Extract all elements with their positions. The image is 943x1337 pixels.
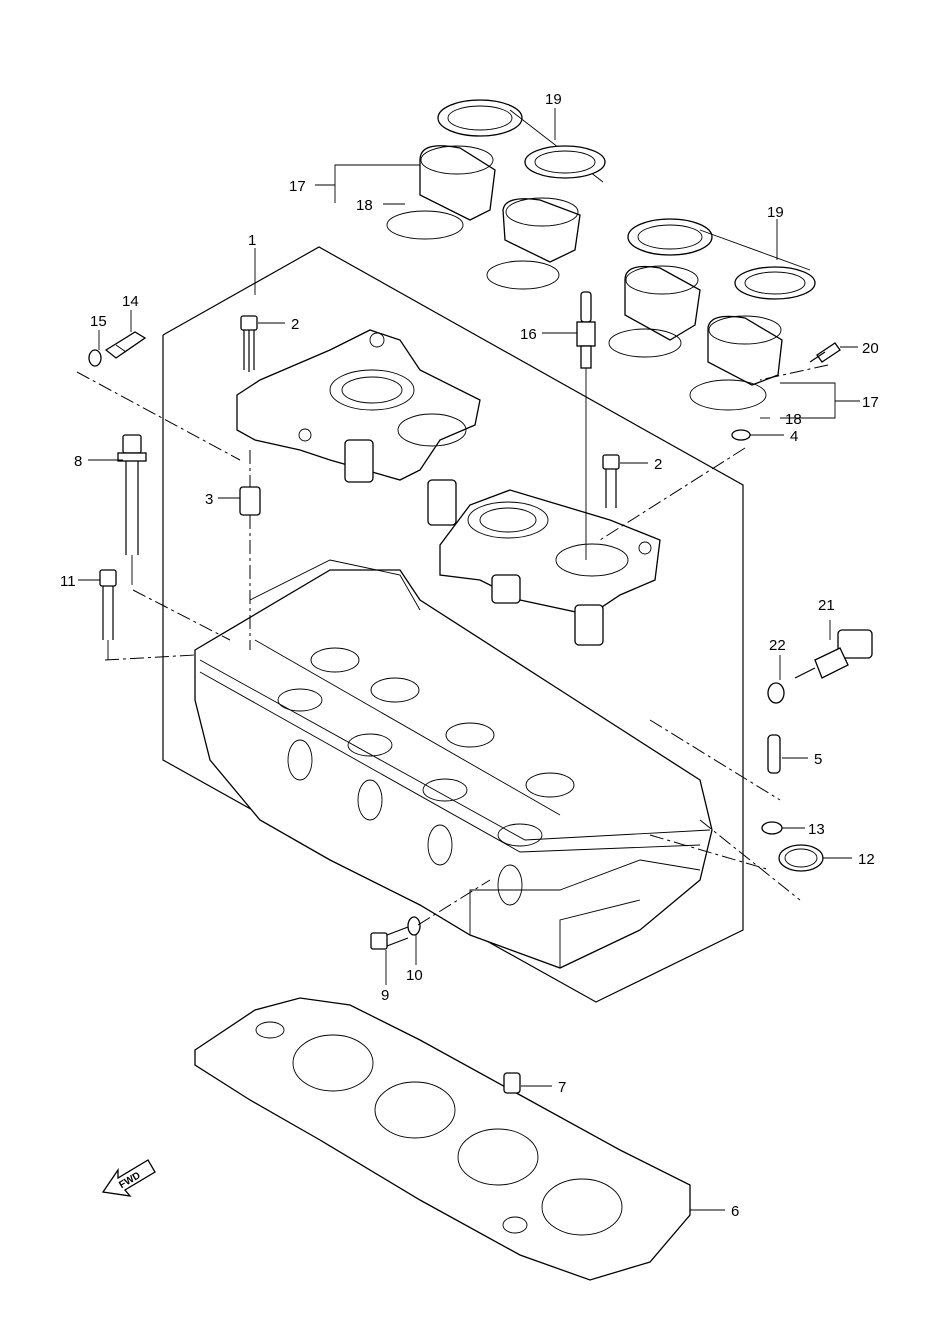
spark-plug — [576, 291, 596, 560]
bolt-11 — [99, 569, 117, 660]
bolt-2-right — [602, 454, 620, 508]
washer-22 — [767, 682, 785, 704]
callout-22: 22 — [769, 637, 786, 654]
callout-8: 8 — [74, 453, 82, 470]
intake-pipe-group-left — [386, 99, 606, 290]
fitting-14 — [104, 331, 147, 359]
callout-12: 12 — [858, 851, 875, 868]
screw-20 — [809, 342, 841, 363]
callout-19-right: 19 — [767, 204, 784, 221]
camshaft-holder-left — [236, 329, 481, 526]
callout-3: 3 — [205, 491, 213, 508]
bolt-2-left — [240, 315, 258, 372]
callout-18-right: 18 — [785, 411, 802, 428]
callout-13: 13 — [808, 821, 825, 838]
callout-15: 15 — [90, 313, 107, 330]
o-ring-12 — [778, 844, 824, 872]
callout-1: 1 — [248, 232, 256, 249]
washer-10 — [407, 916, 421, 936]
intake-pipe-group-right — [608, 218, 816, 411]
gasket-6 — [194, 997, 691, 1281]
bolt-9 — [370, 926, 409, 950]
o-ring-15 — [88, 349, 102, 367]
callout-21: 21 — [818, 597, 835, 614]
callout-11: 11 — [60, 573, 76, 590]
pipe-5 — [767, 734, 781, 774]
callout-9: 9 — [381, 987, 389, 1004]
fwd-arrow-icon: FWD — [101, 1159, 156, 1197]
callout-7: 7 — [558, 1079, 566, 1096]
callout-18-left: 18 — [356, 197, 373, 214]
callout-20: 20 — [862, 340, 879, 357]
assembly-frame — [162, 246, 744, 1003]
callout-14: 14 — [122, 293, 139, 310]
sensor-21 — [794, 629, 873, 679]
callout-10: 10 — [406, 967, 423, 984]
washer-4 — [731, 429, 751, 441]
callout-17-right: 17 — [862, 394, 879, 411]
callout-17-left: 17 — [289, 178, 306, 195]
dowel-pin-3 — [239, 450, 261, 650]
callout-16: 16 — [520, 326, 537, 343]
fwd-label: FWD — [117, 1170, 142, 1191]
bolt-8 — [117, 434, 147, 585]
assembly-dash-lines — [76, 364, 829, 926]
callout-2-left: 2 — [291, 316, 299, 333]
callout-labels: 1 2 2 3 4 5 6 7 8 9 10 11 12 13 14 15 16… — [60, 91, 879, 1220]
callout-6: 6 — [731, 1203, 739, 1220]
cylinder-head — [194, 559, 713, 969]
leader-lines — [78, 108, 860, 1211]
callout-19-left: 19 — [545, 91, 562, 108]
camshaft-holder-right — [439, 489, 661, 646]
callout-4: 4 — [790, 428, 798, 445]
o-ring-13 — [761, 821, 783, 835]
callout-5: 5 — [814, 751, 822, 768]
dowel-7 — [503, 1072, 521, 1094]
callout-2-right: 2 — [654, 456, 662, 473]
